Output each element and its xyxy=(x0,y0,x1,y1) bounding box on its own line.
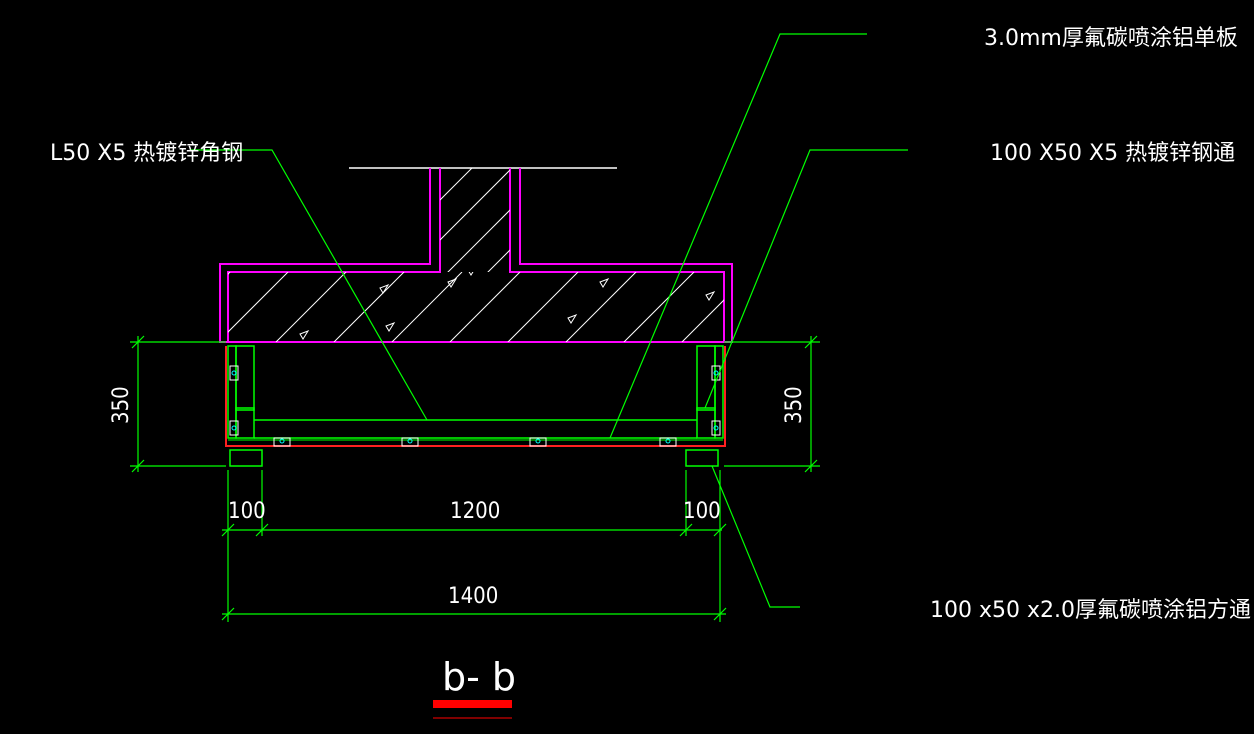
label-angle-steel: L50 X5 热镀锌角钢 xyxy=(50,141,243,166)
label-square-tube: 100 x50 x2.0厚氟碳喷涂铝方通 xyxy=(930,598,1251,623)
dimension-lines xyxy=(130,335,820,622)
label-steel-tube: 100 X50 X5 热镀锌钢通 xyxy=(990,141,1235,166)
dim-left-width: 100 xyxy=(228,499,266,524)
dim-total-width: 1400 xyxy=(448,584,498,609)
leader-square-tube xyxy=(711,465,800,608)
dim-right-width: 100 xyxy=(683,499,721,524)
leader-panel xyxy=(609,33,867,439)
dim-center-width: 1200 xyxy=(450,499,500,524)
section-title-underline xyxy=(433,700,512,708)
connectors xyxy=(229,365,721,447)
leader-steel-tube xyxy=(704,149,908,409)
label-panel: 3.0mm厚氟碳喷涂铝单板 xyxy=(984,26,1238,51)
leader-angle-steel xyxy=(190,149,428,421)
leader-lines xyxy=(190,33,908,608)
concrete-beam xyxy=(219,167,733,343)
dim-height-right: 350 xyxy=(782,386,807,424)
dim-height-left: 350 xyxy=(109,386,134,424)
cladding-frame xyxy=(227,345,724,467)
concrete-hatch xyxy=(228,168,724,342)
aluminum-panel xyxy=(225,346,726,447)
section-title: b- b xyxy=(442,655,516,699)
